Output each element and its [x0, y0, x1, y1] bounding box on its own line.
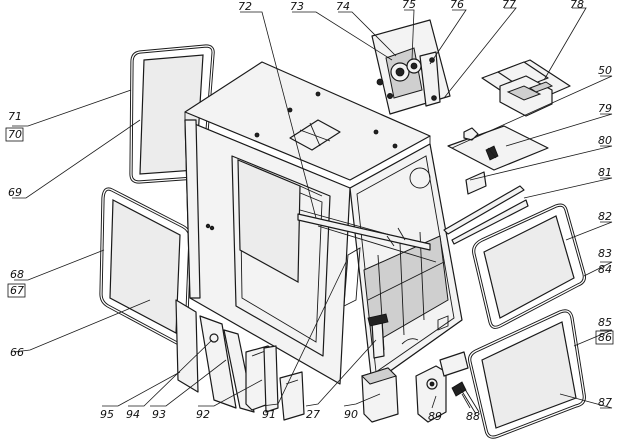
label-70: 70 — [8, 128, 22, 141]
part-87-lower-window — [468, 309, 586, 439]
label-81: 81 — [598, 166, 612, 179]
part-90-cup — [361, 367, 399, 423]
label-27: 27 — [306, 408, 320, 421]
part-94-93-trim — [199, 315, 255, 413]
label-50: 50 — [598, 64, 612, 77]
part-80-81-strips — [443, 171, 529, 245]
part-72-bar — [297, 213, 431, 251]
part-75-blower — [371, 19, 451, 115]
part-88-screw — [451, 381, 480, 415]
leader-lines — [12, 7, 613, 409]
part-27-bolt — [367, 313, 389, 359]
label-80: 80 — [598, 134, 612, 147]
label-91: 91 — [262, 408, 276, 421]
label-69: 69 — [8, 186, 22, 199]
label-85: 85 — [598, 316, 612, 329]
detail-circle — [409, 167, 431, 189]
cab-body — [184, 61, 463, 385]
label-78: 78 — [570, 0, 584, 11]
callout-labels: 71 70 69 72 73 74 75 76 77 78 50 79 80 8… — [5, 0, 614, 423]
label-79: 79 — [598, 102, 612, 115]
label-90: 90 — [344, 408, 358, 421]
part-91-bracket — [279, 371, 305, 421]
part-82-front-window — [472, 203, 586, 329]
label-68: 68 — [10, 268, 24, 281]
label-76: 76 — [450, 0, 464, 11]
part-78-box — [481, 59, 571, 117]
label-82: 82 — [598, 210, 612, 223]
label-71: 71 — [8, 110, 22, 123]
label-95: 95 — [100, 408, 114, 421]
label-83: 83 — [598, 247, 612, 260]
label-89: 89 — [428, 410, 442, 423]
label-84: 84 — [598, 263, 612, 276]
label-72: 72 — [238, 0, 252, 13]
label-94: 94 — [126, 408, 140, 421]
label-66: 66 — [10, 346, 24, 359]
label-77: 77 — [502, 0, 516, 11]
label-92: 92 — [196, 408, 210, 421]
part-95-plate — [175, 299, 199, 393]
label-67: 67 — [10, 284, 24, 297]
label-75: 75 — [402, 0, 416, 11]
label-74: 74 — [336, 0, 350, 13]
part-89-hinge — [415, 351, 469, 423]
part-92-channel — [245, 345, 279, 413]
label-86: 86 — [598, 331, 612, 344]
label-88: 88 — [466, 410, 480, 423]
label-93: 93 — [152, 408, 166, 421]
part-79-plate — [447, 125, 549, 171]
label-73: 73 — [290, 0, 304, 13]
label-87: 87 — [598, 396, 612, 409]
